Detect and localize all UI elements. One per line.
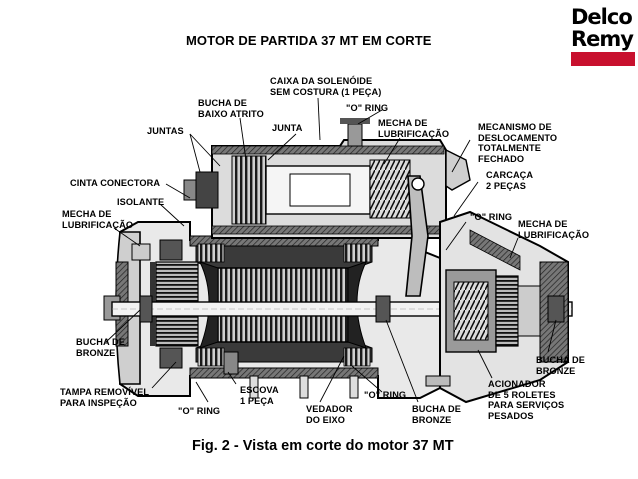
- label-o-ring-top: "O" RING: [346, 103, 389, 113]
- leader-lines: [105, 97, 557, 403]
- shift-lever: [405, 148, 471, 297]
- logo-line-1: Delco: [571, 5, 633, 29]
- label-carcaca: CARCAÇA 2 PEÇAS: [486, 170, 534, 191]
- label-bucha-baixo-atrito: BUCHA DE BAIXO ATRITO: [198, 98, 264, 119]
- label-tampa-removivel: TAMPA REMOVÍVEL PARA INSPEÇÃO: [60, 387, 150, 408]
- label-mecanismo-deslocamento: MECANISMO DE DESLOCAMENTO TOTALMENTE FEC…: [478, 122, 558, 164]
- through-bolts: [249, 375, 451, 399]
- label-o-ring-bottom-mid: "O" RING: [364, 390, 407, 400]
- solenoid-housing: [183, 118, 447, 239]
- label-escova: ESCOVA 1 PEÇA: [240, 385, 279, 406]
- label-bucha-bronze-bottom: BUCHA DE BRONZE: [412, 404, 461, 425]
- figure-caption: Fig. 2 - Vista em corte do motor 37 MT: [192, 438, 454, 454]
- label-o-ring-right: "O" RING: [470, 212, 513, 222]
- delco-remy-logo: Delco Remy: [571, 4, 635, 66]
- diagram-title: MOTOR DE PARTIDA 37 MT EM CORTE: [186, 33, 432, 48]
- label-mecha-lubrificacao-left: MECHA DE LUBRIFICAÇÃO: [62, 209, 134, 230]
- logo-red-bar: [571, 52, 635, 66]
- label-acionador: ACIONADOR DE 5 ROLETES PARA SERVIÇOS PES…: [488, 379, 565, 421]
- label-junta: JUNTA: [272, 123, 303, 133]
- label-o-ring-bottom-left: "O" RING: [178, 406, 221, 416]
- label-mecha-lubrificacao-right: MECHA DE LUBRIFICAÇÃO: [518, 219, 590, 240]
- label-juntas: JUNTAS: [147, 126, 184, 136]
- roller-clutch-drive: [445, 269, 541, 353]
- label-bucha-bronze-left: BUCHA DE BRONZE: [76, 337, 125, 358]
- label-isolante: ISOLANTE: [117, 197, 165, 207]
- logo-line-2: Remy: [571, 27, 634, 51]
- label-vedador-eixo: VEDADOR DO EIXO: [306, 404, 353, 425]
- bronze-bushings: [139, 295, 565, 323]
- field-poles: [195, 243, 373, 367]
- brush-holders: [159, 239, 239, 375]
- label-bucha-bronze-right: BUCHA DE BRONZE: [536, 355, 585, 376]
- label-mecha-lubrificacao-top: MECHA DE LUBRIFICAÇÃO: [378, 118, 450, 139]
- label-cinta-conectora: CINTA CONECTORA: [70, 178, 161, 188]
- label-caixa-solenoide: CAIXA DA SOLENÓIDE SEM COSTURA (1 PEÇA): [270, 76, 382, 97]
